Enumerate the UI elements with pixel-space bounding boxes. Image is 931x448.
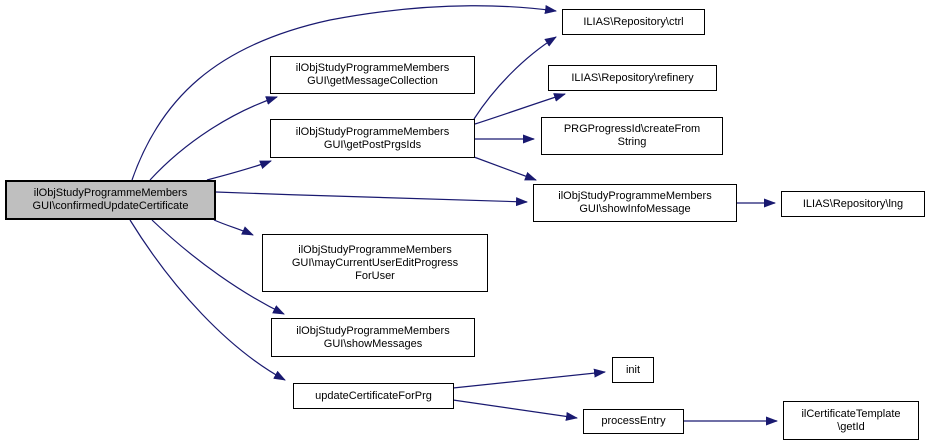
node-init[interactable]: init (612, 357, 654, 383)
node-confirmed-update-certificate[interactable]: ilObjStudyProgrammeMembers GUI\confirmed… (5, 180, 216, 220)
node-get-post-prgs-ids[interactable]: ilObjStudyProgrammeMembers GUI\getPostPr… (270, 119, 475, 158)
node-show-messages[interactable]: ilObjStudyProgrammeMembers GUI\showMessa… (271, 318, 475, 357)
edge-updateCertificateForPrg-to-processEntry (452, 399, 578, 421)
node-show-info-message[interactable]: ilObjStudyProgrammeMembers GUI\showInfoM… (533, 184, 737, 222)
edge-getPostPrgsIds-to-showInfoMessage (473, 156, 537, 181)
node-process-entry[interactable]: processEntry (583, 409, 684, 434)
edge-confirmedUpdateCertificate-to-getMessageCollection (149, 96, 278, 181)
edge-getPostPrgsIds-to-ctrl (473, 36, 557, 120)
node-update-certificate-for-prg[interactable]: updateCertificateForPrg (293, 383, 454, 409)
node-certificate-template-get-id[interactable]: ilCertificateTemplate \getId (783, 401, 919, 440)
node-may-current-user-edit-progress-for-user[interactable]: ilObjStudyProgrammeMembers GUI\mayCurren… (262, 234, 488, 292)
edge-confirmedUpdateCertificate-to-getPostPrgsIds (206, 160, 272, 181)
node-ilias-repository-ctrl[interactable]: ILIAS\Repository\ctrl (562, 9, 705, 35)
node-prg-progress-id-create-from-string[interactable]: PRGProgressId\createFrom String (541, 117, 723, 155)
edge-confirmedUpdateCertificate-to-showInfoMessage (215, 191, 528, 207)
node-ilias-repository-refinery[interactable]: ILIAS\Repository\refinery (548, 65, 717, 91)
edge-updateCertificateForPrg-to-init (452, 368, 606, 389)
node-get-message-collection[interactable]: ilObjStudyProgrammeMembers GUI\getMessag… (270, 56, 475, 94)
edge-confirmedUpdateCertificate-to-mayCurrentUserEditProgressForUser (213, 219, 254, 236)
node-ilias-repository-lng[interactable]: ILIAS\Repository\lng (781, 191, 925, 217)
